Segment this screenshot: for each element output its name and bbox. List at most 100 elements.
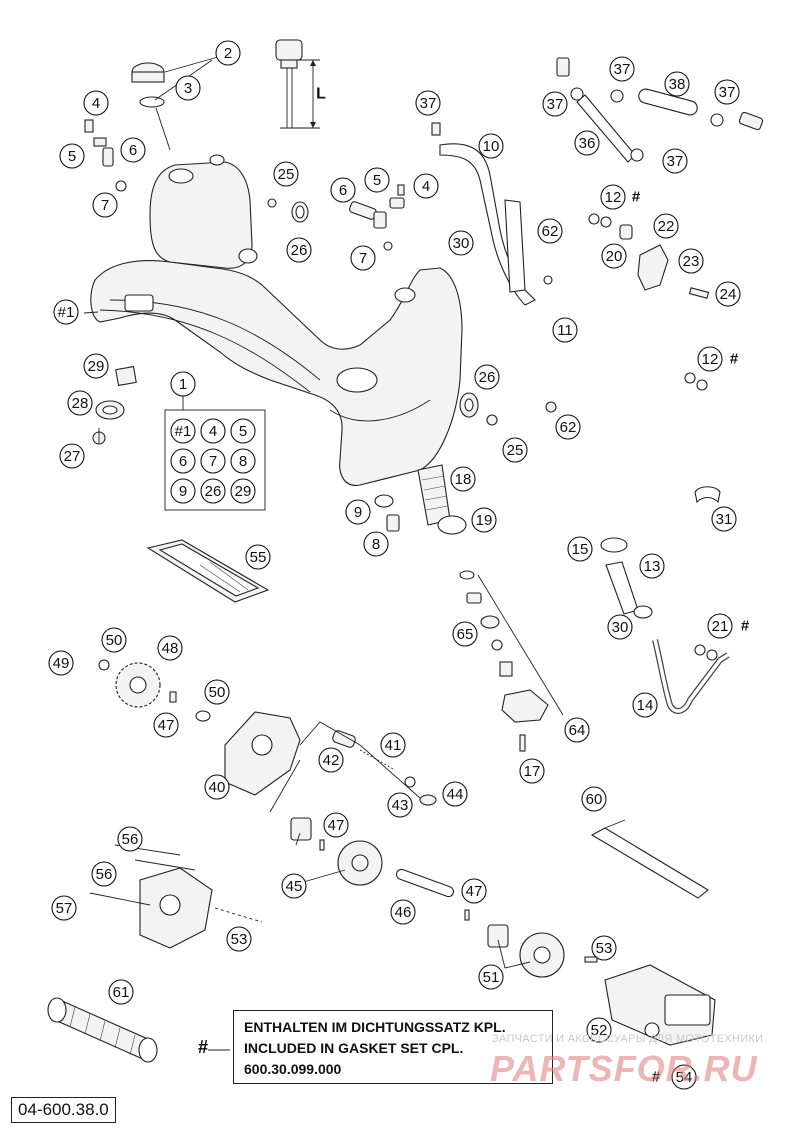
- callout-number: 13: [644, 558, 661, 575]
- callout-number: #1: [58, 304, 75, 321]
- watermark-tagline: ЗАПЧАСТИ И АКСЕССУАРЫ ДЛЯ МОТОТЕХНИКИ: [492, 1033, 764, 1045]
- bracket-fittings: [588, 213, 710, 391]
- callout-number: 29: [88, 358, 105, 375]
- callout-number: 8: [372, 536, 380, 553]
- callout-c37d: 37: [714, 79, 740, 105]
- callout-circle: [678, 248, 704, 274]
- callout-number: 56: [122, 831, 139, 848]
- gasket-marker-h21: #: [741, 618, 750, 635]
- callout-circle: [552, 317, 578, 343]
- callout-c62a: 62: [537, 218, 563, 244]
- callout-circle: [711, 506, 737, 532]
- kit-item-circle: [200, 418, 226, 444]
- document-id: 04-600.38.0: [11, 1097, 116, 1123]
- callout-circle: [415, 90, 441, 116]
- kit-item: #1: [170, 418, 196, 444]
- callout-number: 9: [354, 504, 362, 521]
- callout-circle: [92, 192, 118, 218]
- callout-c57: 57: [51, 895, 77, 921]
- fitting-left: [84, 119, 127, 192]
- callout-circle: [452, 621, 478, 647]
- callout-c30a: 30: [448, 230, 474, 256]
- callout-c4a: 4: [83, 90, 109, 116]
- callout-c53a: 53: [226, 926, 252, 952]
- callout-number: 1: [179, 376, 187, 393]
- callout-c17: 17: [519, 758, 545, 784]
- callout-c43: 43: [387, 792, 413, 818]
- pump-gear: [98, 659, 211, 722]
- callout-c62b: 62: [555, 414, 581, 440]
- callout-number: 7: [359, 250, 367, 267]
- watermark-logo: PARTSFOR.RU: [490, 1048, 758, 1089]
- callout-number: 44: [447, 786, 464, 803]
- callout-number: 53: [231, 931, 248, 948]
- callout-number: 5: [373, 172, 381, 189]
- callout-number: 3: [184, 80, 192, 97]
- callout-c18: 18: [450, 466, 476, 492]
- gasket-marker-h54: #: [652, 1069, 661, 1086]
- callout-circle: [226, 926, 252, 952]
- callout-c37a: 37: [415, 90, 441, 116]
- callout-c15: 15: [567, 536, 593, 562]
- callout-circle: [413, 173, 439, 199]
- callout-number: 62: [542, 223, 559, 240]
- callout-c64: 64: [564, 717, 590, 743]
- callout-circle: [697, 346, 723, 372]
- clamp-31: [694, 486, 721, 504]
- dimension-label: L: [316, 86, 326, 103]
- callout-c38: 38: [664, 71, 690, 97]
- callout-number: 2: [224, 45, 232, 62]
- callout-number: 49: [53, 655, 70, 672]
- callout-c27: 27: [59, 443, 85, 469]
- kit-item: 5: [230, 418, 256, 444]
- callout-number: 41: [385, 737, 402, 754]
- callout-c3: 3: [175, 75, 201, 101]
- callout-c7b: 7: [350, 245, 376, 271]
- callout-number: 6: [339, 182, 347, 199]
- callout-number: 15: [572, 541, 589, 558]
- callout-circle: [474, 364, 500, 390]
- callout-circle: [574, 130, 600, 156]
- kit-item-number: #1: [175, 423, 192, 440]
- gasket-note-box: ENTHALTEN IM DICHTUNGSSATZ KPL. INCLUDED…: [233, 1010, 553, 1084]
- kit-item-number: 6: [179, 453, 187, 470]
- callout-circle: [286, 237, 312, 263]
- callout-number: 45: [286, 878, 303, 895]
- callout-circle: [363, 531, 389, 557]
- callout-circle: [600, 184, 626, 210]
- callout-c37c: 37: [542, 91, 568, 117]
- callout-circle: [591, 935, 617, 961]
- kit-item-number: 7: [209, 453, 217, 470]
- callout-circle: [450, 466, 476, 492]
- callout-circle: [555, 414, 581, 440]
- pump-housing: [89, 844, 263, 949]
- callout-c9: 9: [345, 499, 371, 525]
- callout-c31: 31: [711, 506, 737, 532]
- callout-circle: [601, 243, 627, 269]
- callout-circle: [345, 499, 371, 525]
- callout-c56b: 56: [91, 861, 117, 887]
- kit-item-circle: [230, 418, 256, 444]
- callout-number: 30: [453, 235, 470, 252]
- callout-c51: 51: [478, 964, 504, 990]
- callout-circle: [245, 544, 271, 570]
- callout-number: 42: [323, 752, 340, 769]
- check-valve-stack: [459, 570, 564, 752]
- pump-rotor-shaft: [269, 759, 470, 921]
- callout-circle: [707, 613, 733, 639]
- note-marker: #: [198, 1037, 209, 1057]
- callout-c48: 48: [157, 635, 183, 661]
- callout-circle: [91, 861, 117, 887]
- callout-number: 31: [716, 511, 733, 528]
- kit-item-number: 9: [179, 483, 187, 500]
- callout-number: 52: [591, 1022, 608, 1039]
- callout-c50a: 50: [101, 627, 127, 653]
- fitting-center: [349, 184, 405, 251]
- callout-number: 24: [720, 286, 737, 303]
- callout-c28: 28: [67, 390, 93, 416]
- callout-c45: 45: [281, 873, 307, 899]
- callout-circle: [350, 245, 376, 271]
- callout-number: 14: [637, 697, 654, 714]
- callout-c22: 22: [653, 213, 679, 239]
- callout-circle: [478, 964, 504, 990]
